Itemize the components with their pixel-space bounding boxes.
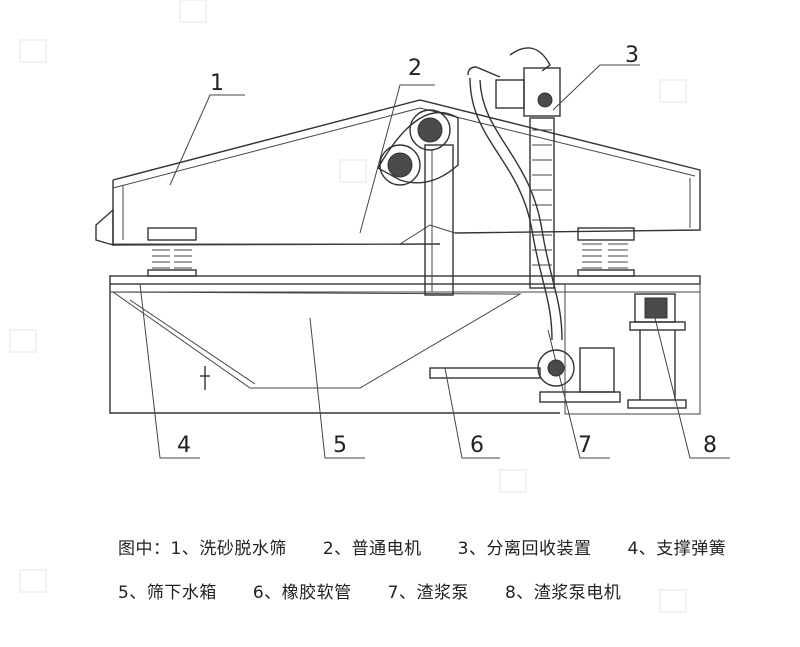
- callout-6: 6: [470, 433, 484, 458]
- callout-2: 2: [408, 56, 422, 81]
- callout-3: 3: [625, 43, 639, 68]
- watermark-logos: [9, 0, 687, 613]
- support-springs-right: [577, 227, 635, 277]
- slurry-pump: [537, 347, 621, 403]
- callout-leaders: [139, 64, 730, 459]
- caption-prefix: 图中：: [118, 539, 171, 559]
- callout-5: 5: [333, 433, 347, 458]
- caption-item-7: 7、渣浆泵: [387, 583, 469, 603]
- caption-item-5: 5、筛下水箱: [118, 583, 217, 603]
- pump-motor: [564, 283, 701, 415]
- callout-8: 8: [703, 433, 717, 458]
- caption-item-4: 4、支撑弹簧: [627, 539, 727, 559]
- caption-item-6: 6、橡胶软管: [252, 583, 352, 603]
- water-tank: [109, 284, 560, 414]
- motor-column: [377, 109, 459, 296]
- rubber-hose: [200, 66, 563, 390]
- recovery-device: [495, 47, 561, 289]
- callout-4: 4: [177, 433, 191, 458]
- caption-item-2: 2、普通电机: [322, 539, 422, 559]
- callout-7: 7: [578, 433, 592, 458]
- caption-line-2: 5、筛下水箱 6、橡胶软管 7、渣浆泵 8、渣浆泵电机: [118, 582, 657, 604]
- caption-item-8: 8、渣浆泵电机: [504, 583, 622, 603]
- caption-item-1: 1、洗砂脱水筛: [170, 539, 287, 559]
- dewatering-screen: [95, 99, 701, 246]
- callout-1: 1: [210, 71, 224, 96]
- support-springs-left: [147, 227, 197, 277]
- caption-line-1: 图中：1、洗砂脱水筛 2、普通电机 3、分离回收装置 4、支撑弹簧: [118, 538, 762, 560]
- caption-item-3: 3、分离回收装置: [457, 539, 592, 559]
